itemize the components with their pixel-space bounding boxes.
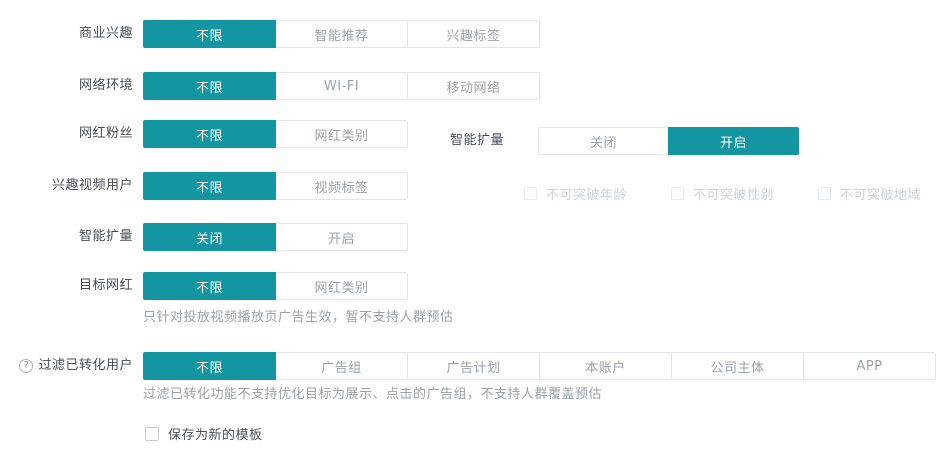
checkbox-no-break-region: 不可突破地域 (818, 184, 921, 203)
filter-option-ad-group[interactable]: 广告组 (275, 352, 408, 380)
interest-video-option-video-tags[interactable]: 视频标签 (275, 172, 408, 200)
smart-expansion-segmented-control: 关闭 开启 (143, 223, 408, 251)
interest-video-option-unlimited[interactable]: 不限 (143, 172, 276, 200)
influencer-fans-option-category[interactable]: 网红类别 (275, 120, 408, 148)
save-as-template-label: 保存为新的模板 (168, 428, 263, 443)
row-label-filter-converted: ? 过滤已转化用户 (0, 352, 133, 380)
filter-option-app[interactable]: APP (803, 352, 936, 380)
network-option-wifi[interactable]: WI-FI (275, 72, 408, 100)
side-expansion-option-on[interactable]: 开启 (668, 127, 799, 155)
business-interest-segmented-control: 不限 智能推荐 兴趣标签 (143, 20, 540, 48)
side-smart-expansion-segmented-control: 关闭 开启 (538, 127, 799, 155)
target-influencer-option-category[interactable]: 网红类别 (275, 272, 408, 300)
row-label-smart-expansion: 智能扩量 (78, 229, 133, 244)
smart-expansion-option-off[interactable]: 关闭 (143, 223, 276, 251)
side-label-smart-expansion: 智能扩量 (449, 133, 504, 148)
checkbox-no-break-age: 不可突破年龄 (524, 184, 627, 203)
filter-converted-helper-text: 过滤已转化功能不支持优化目标为展示、点击的广告组，不支持人群覆盖预估 (143, 387, 603, 402)
filter-option-unlimited[interactable]: 不限 (143, 352, 276, 380)
row-label-business-interest: 商业兴趣 (78, 26, 133, 41)
row-filter-converted-users: ? 过滤已转化用户 不限 广告组 广告计划 本账户 公司主体 APP (0, 352, 936, 380)
network-environment-segmented-control: 不限 WI-FI 移动网络 (143, 72, 540, 100)
network-option-unlimited[interactable]: 不限 (143, 72, 276, 100)
row-label-network-environment: 网络环境 (78, 78, 133, 93)
influencer-fans-option-unlimited[interactable]: 不限 (143, 120, 276, 148)
checkbox-icon (671, 187, 685, 200)
business-interest-option-unlimited[interactable]: 不限 (143, 20, 276, 48)
filter-option-company-entity[interactable]: 公司主体 (671, 352, 804, 380)
business-interest-option-smart-recommend[interactable]: 智能推荐 (275, 20, 408, 48)
row-label-influencer-fans: 网红粉丝 (78, 126, 133, 141)
row-interest-video-users: 兴趣视频用户 不限 视频标签 (0, 172, 408, 200)
checkbox-icon[interactable] (145, 426, 159, 441)
filter-option-this-account[interactable]: 本账户 (539, 352, 672, 380)
row-smart-expansion: 智能扩量 关闭 开启 (0, 223, 408, 251)
save-as-template-checkbox[interactable]: 保存为新的模板 (145, 424, 263, 443)
checkbox-icon (524, 187, 537, 200)
checkbox-no-break-gender: 不可突破性别 (671, 184, 774, 203)
row-network-environment: 网络环境 不限 WI-FI 移动网络 (0, 72, 540, 100)
network-option-mobile[interactable]: 移动网络 (407, 72, 540, 100)
influencer-fans-segmented-control: 不限 网红类别 (143, 120, 408, 148)
row-label-target-influencer: 目标网红 (78, 278, 133, 293)
business-interest-option-interest-tags[interactable]: 兴趣标签 (407, 20, 540, 48)
row-target-influencer: 目标网红 不限 网红类别 (0, 272, 408, 300)
smart-expansion-option-on[interactable]: 开启 (275, 223, 408, 251)
row-influencer-fans: 网红粉丝 不限 网红类别 (0, 120, 408, 148)
target-influencer-helper-text: 只针对投放视频播放页广告生效，暂不支持人群预估 (143, 310, 454, 325)
filter-option-ad-plan[interactable]: 广告计划 (407, 352, 540, 380)
row-label-text: 过滤已转化用户 (38, 358, 133, 373)
expansion-constraint-checkboxes: 不可突破年龄 不可突破性别 不可突破地域 (524, 184, 921, 203)
target-influencer-segmented-control: 不限 网红类别 (143, 272, 408, 300)
checkbox-label: 不可突破性别 (693, 188, 775, 203)
side-expansion-option-off[interactable]: 关闭 (538, 127, 669, 155)
filter-converted-segmented-control: 不限 广告组 广告计划 本账户 公司主体 APP (143, 352, 936, 380)
checkbox-label: 不可突破地域 (840, 188, 922, 203)
checkbox-icon (818, 187, 832, 200)
row-label-interest-video-users: 兴趣视频用户 (51, 178, 133, 193)
interest-video-segmented-control: 不限 视频标签 (143, 172, 408, 200)
target-influencer-option-unlimited[interactable]: 不限 (143, 272, 276, 300)
help-icon[interactable]: ? (19, 359, 34, 373)
checkbox-label: 不可突破年龄 (546, 188, 628, 203)
row-business-interest: 商业兴趣 不限 智能推荐 兴趣标签 (0, 20, 540, 48)
